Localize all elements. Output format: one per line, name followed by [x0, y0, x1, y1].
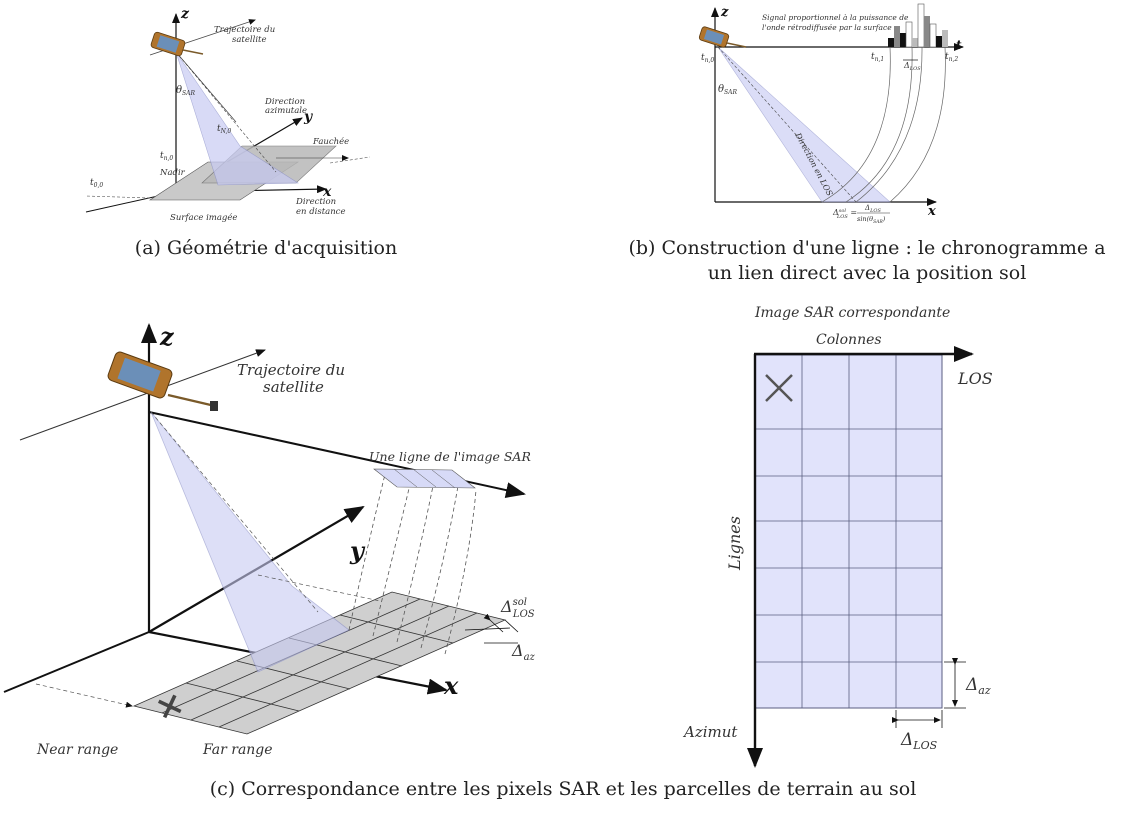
sar-image-grid	[754, 354, 943, 709]
svg-text:ΔLOS: ΔLOS	[864, 204, 881, 214]
fig-b-satellite-icon	[698, 26, 747, 48]
sar-lines-label: Lignes	[725, 516, 744, 571]
sar-grid-lines	[755, 355, 942, 708]
fig-a-x-label: x	[322, 184, 332, 200]
fig-b-signal-label-2: l'onde rétrodiffusée par la surface	[762, 23, 892, 32]
fig-a-dir-az-label-2: azimutale	[265, 106, 307, 116]
fig-b-range-arcs	[821, 46, 946, 203]
sar-pixel-cross-icon	[765, 374, 793, 402]
fig-c-x-label: x	[443, 671, 459, 700]
sar-delta-los-label: ΔLOS	[900, 730, 938, 752]
fig-a-tN0-label: tN,0	[217, 124, 231, 135]
fig-a-dir-range-label-1: Direction	[295, 197, 336, 207]
fig-c-z-label: z	[159, 322, 175, 351]
fig-a-satellite-icon	[150, 31, 204, 57]
fig-a-trajectory-label-1: Trajectoire du	[214, 25, 275, 35]
fig-c-sar-line-strip	[373, 468, 476, 489]
fig-c-projection-arcs	[348, 469, 477, 655]
fig-b-caption-line1: (b) Construction d'une ligne : le chrono…	[628, 237, 1105, 259]
sar-image-title: Image SAR correspondante	[754, 305, 950, 321]
fig-c-sar-line-label: Une ligne de l'image SAR	[369, 449, 531, 464]
sar-los-label: LOS	[957, 369, 993, 388]
fig-c-trajectory-label-2: satellite	[263, 378, 324, 396]
fig-a-swath-label: Fauchée	[312, 136, 349, 147]
fig-a-acquisition-geometry: z y x Trajectoire du satellite θSAR tN,0…	[85, 6, 397, 259]
fig-a-y-label: y	[303, 109, 313, 125]
fig-b-t-label: t	[956, 38, 962, 52]
fig-b-tn0-label: tn,0	[701, 53, 714, 64]
fig-a-t00-label: t0,0	[90, 178, 103, 189]
fig-a-nadir-label: Nadir	[159, 168, 186, 178]
fig-a-z-label: z	[180, 6, 190, 22]
sar-delta-az-label: Δaz	[965, 675, 991, 697]
fig-b-signal-label-1: Signal proportionnel à la puissance de	[762, 13, 909, 22]
fig-b-x-label: x	[927, 204, 936, 219]
fig-c-pixel-correspondence: ×	[3, 322, 536, 758]
sar-image-grid-panel: Image SAR correspondante Colonnes LOS Li…	[682, 305, 993, 768]
fig-b-theta-label: θSAR	[718, 84, 737, 96]
fig-c-far-range-label: Far range	[202, 742, 273, 758]
fig-a-beam	[175, 51, 299, 186]
fig-b-z-label: z	[720, 5, 729, 20]
fig-a-dir-range-label-2: en distance	[296, 207, 345, 217]
fig-b-beam	[717, 46, 891, 203]
fig-a-dir-az-label-1: Direction	[264, 97, 305, 107]
sar-azimuth-label: Azimut	[682, 723, 738, 741]
fig-a-imaged-surface-label: Surface imagée	[170, 212, 237, 223]
fig-c-beam	[150, 411, 350, 673]
fig-b-line-construction: z t x Signal proportionnel à la puissanc…	[628, 3, 1106, 284]
svg-text:sin(θSAR): sin(θSAR)	[857, 215, 886, 225]
fig-b-tn1-label: tn,1	[871, 52, 884, 63]
fig-a-theta-label: θSAR	[176, 85, 195, 97]
fig-c-satellite-icon	[107, 351, 218, 411]
fig-b-caption-line2: un lien direct avec la position sol	[708, 262, 1027, 284]
fig-a-caption: (a) Géométrie d'acquisition	[135, 237, 397, 259]
sar-columns-label: Colonnes	[816, 332, 882, 348]
fig-c-y-label: y	[349, 536, 366, 565]
fig-c-trajectory-label-1: Trajectoire du	[237, 361, 345, 379]
fig-c-near-range-label: Near range	[36, 742, 118, 758]
fig-c-caption: (c) Correspondance entre les pixels SAR …	[210, 778, 917, 800]
fig-c-delta-az-label: Δaz	[511, 641, 536, 663]
fig-c-trajectory-line	[19, 349, 266, 441]
fig-b-signal-bars	[888, 3, 948, 48]
fig-b-delta-los-label: ΔLOS	[903, 61, 921, 72]
fig-a-trajectory-label-2: satellite	[232, 35, 266, 45]
fig-a-tn0-label: tn,0	[160, 151, 173, 162]
fig-b-tn2-label: tn,2	[945, 52, 958, 63]
